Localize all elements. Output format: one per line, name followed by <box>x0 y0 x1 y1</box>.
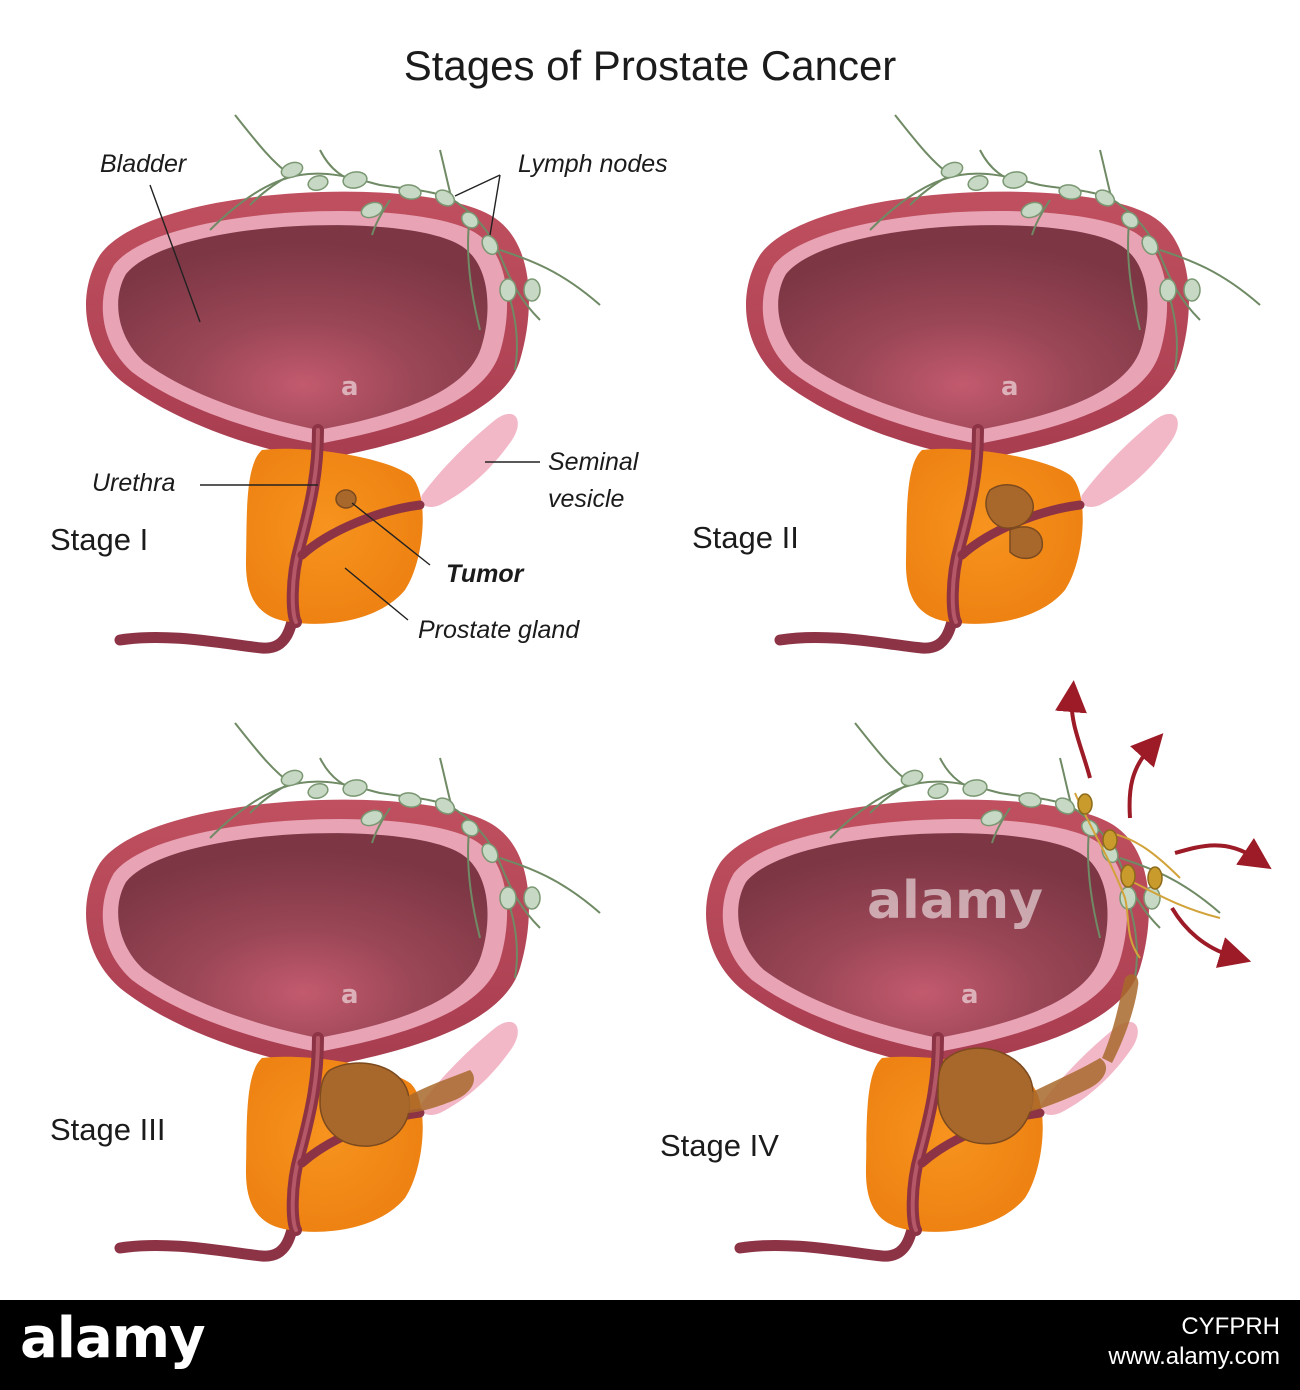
spread-arrow <box>1174 838 1272 870</box>
stage-1-panel: Bladder Lymph nodes Urethra Seminal vesi… <box>50 115 668 648</box>
stage-4-panel: Stage IV <box>660 680 1272 1256</box>
stage-3-label: Stage III <box>50 1112 165 1147</box>
tumor-mark <box>1020 1058 1107 1113</box>
stage-2-label: Stage II <box>692 520 799 555</box>
footer-info: CYFPRH www.alamy.com <box>1108 1312 1280 1372</box>
label-urethra: Urethra <box>92 469 175 497</box>
metastatic-node <box>1102 829 1118 851</box>
spread-arrow <box>1170 906 1252 968</box>
metastatic-node <box>1120 864 1136 888</box>
tumor-mark <box>985 484 1035 529</box>
tumor-mark <box>1102 974 1139 1063</box>
metastatic-node <box>1077 793 1093 815</box>
label-vesicle: vesicle <box>548 485 624 513</box>
label-tumor: Tumor <box>446 560 525 588</box>
tumor-mark <box>319 1062 411 1147</box>
stage-4-label: Stage IV <box>660 1128 779 1163</box>
image-id: CYFPRH <box>1181 1313 1280 1340</box>
page-title: Stages of Prostate Cancer <box>404 42 897 89</box>
prostate-cancer-diagram: a Stages of Prostate Cancer Bladder Lymp… <box>50 42 1272 1300</box>
tumor-mark <box>405 1070 475 1113</box>
watermark-large: alamy <box>867 871 1043 931</box>
footer-bar: alamy CYFPRH www.alamy.com <box>0 1300 1300 1390</box>
stage-1-label: Stage I <box>50 522 148 557</box>
label-lymph-nodes: Lymph nodes <box>518 150 668 178</box>
tumor-mark <box>937 1047 1034 1145</box>
stage-2-panel: Stage II <box>692 115 1260 648</box>
site-url: www.alamy.com <box>1108 1343 1280 1370</box>
footer-logo: alamy <box>20 1306 206 1371</box>
tumor-mark <box>1009 526 1043 560</box>
spread-arrow <box>1055 680 1092 779</box>
stage-3-panel: Stage III <box>50 723 600 1256</box>
label-prostate-gland: Prostate gland <box>418 616 580 644</box>
tumor-mark <box>335 489 357 509</box>
label-bladder: Bladder <box>100 150 188 178</box>
spread-arrow <box>1127 733 1164 819</box>
label-seminal: Seminal <box>548 448 640 476</box>
metastatic-node <box>1147 866 1163 890</box>
